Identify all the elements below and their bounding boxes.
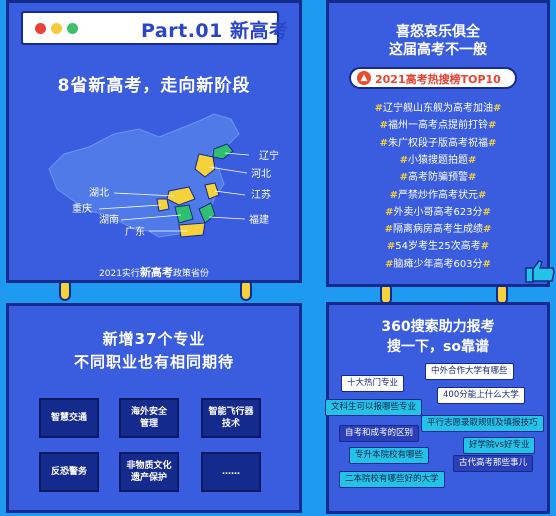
province-liaoning (212, 143, 234, 160)
province-chongqing (156, 198, 170, 212)
label-guangdong: 广东 (125, 225, 145, 238)
hot-search-item[interactable]: #严禁炒作高考状元# (389, 189, 487, 201)
china-outline (48, 113, 240, 238)
panel-title: 360搜索助力报考 搜一下，so靠谱 (381, 319, 495, 355)
thumbs-up-icon (525, 260, 555, 283)
china-map: 辽宁 河北 江苏 福建 湖北 重庆 湖南 广东 (48, 113, 279, 238)
province-guangdong (178, 222, 206, 238)
new-gaokao-panel: Part.01 新高考 8省新高考，走向新阶段 辽宁 河北 江苏 福建 湖北 重… (6, 0, 302, 283)
province-hunan (174, 204, 194, 224)
search-tag[interactable]: 自考和成考的区别 (339, 425, 420, 442)
label-hunan: 湖南 (99, 213, 119, 226)
label-hebei: 河北 (251, 168, 271, 180)
panel-title: 新增37个专业 不同职业也有相同期待 (73, 330, 234, 371)
yellow-dot-icon (51, 23, 62, 34)
section-title: Part.01 新高考 (141, 20, 289, 42)
label-hubei: 湖北 (89, 187, 109, 199)
major-tile: …… (201, 452, 264, 495)
hot-search-item[interactable]: #脑瘫少年高考603分# (385, 258, 491, 270)
map-footnote: 2021实行新高考政策省份 (99, 266, 209, 279)
section-header: Part.01 新高考 (21, 11, 288, 45)
hot-search-item[interactable]: #朱广权段子版高考祝福# (379, 137, 497, 149)
hot-search-item[interactable]: #福州一高考点提前打铃# (379, 120, 497, 132)
hot-search-badge: ▲ 2021高考热搜榜TOP10 (349, 67, 517, 89)
major-tile: 海外安全 管理 (119, 398, 182, 441)
search-tag[interactable]: 平行志愿录取规则及填报技巧 (421, 415, 544, 432)
red-dot-icon (35, 23, 46, 34)
search-tag[interactable]: 中外合作大学有哪些 (425, 363, 514, 380)
green-dot-icon (67, 23, 78, 34)
province-fujian (198, 202, 216, 224)
major-tile: 非物质文化 遗产保护 (119, 452, 182, 495)
label-chongqing: 重庆 (72, 202, 92, 215)
major-tile: 智慧交通 (39, 398, 102, 441)
label-jiangsu: 江苏 (251, 188, 271, 201)
major-tile: 反恐警务 (39, 452, 102, 495)
province-hubei (166, 186, 196, 206)
hot-search-panel: 喜怒哀乐俱全 这届高考不一般 ▲ 2021高考热搜榜TOP10 #辽宁舰山东舰为… (326, 0, 555, 287)
search-tag[interactable]: 文科生可以报哪些专业 (325, 399, 423, 416)
label-fujian: 福建 (249, 213, 269, 226)
province-hebei (194, 153, 216, 178)
panel-subtitle: 8省新高考，走向新阶段 (57, 76, 251, 96)
search-tag[interactable]: 专升本院校有哪些 (349, 447, 430, 464)
panel-title: 喜怒哀乐俱全 这届高考不一般 (389, 24, 487, 58)
hot-search-item[interactable]: #隔离病房高考生成绩# (384, 224, 492, 236)
fire-icon: ▲ (357, 71, 371, 85)
search-help-panel: 360搜索助力报考 搜一下，so靠谱 中外合作大学有哪些十大热门专业 400分能上… (325, 302, 550, 514)
search-tag[interactable]: 好学院vs好专业 (463, 437, 536, 454)
label-liaoning: 辽宁 (259, 149, 279, 162)
search-tag[interactable]: 十大热门专业 (341, 375, 405, 392)
hot-search-item[interactable]: #54岁考生25次高考# (386, 241, 490, 253)
major-tile: 智能飞行器 技术 (201, 398, 264, 441)
search-tag[interactable]: 二本院校有哪些好的大学 (339, 471, 445, 488)
hot-search-item[interactable]: #外卖小哥高考623分# (385, 206, 491, 218)
search-tag[interactable]: 古代高考那些事儿 (453, 455, 534, 472)
province-jiangsu (204, 182, 220, 200)
search-tag[interactable]: 400分能上什么大学 (437, 387, 525, 404)
hot-search-item[interactable]: #小猿搜题拍题# (399, 154, 477, 166)
new-majors-panel: 新增37个专业 不同职业也有相同期待 智慧交通海外安全 管理智能飞行器 技术反恐… (6, 303, 302, 513)
hot-search-item[interactable]: #高考防骗预警# (399, 172, 477, 184)
hot-search-item[interactable]: #辽宁舰山东舰为高考加油# (374, 103, 502, 114)
